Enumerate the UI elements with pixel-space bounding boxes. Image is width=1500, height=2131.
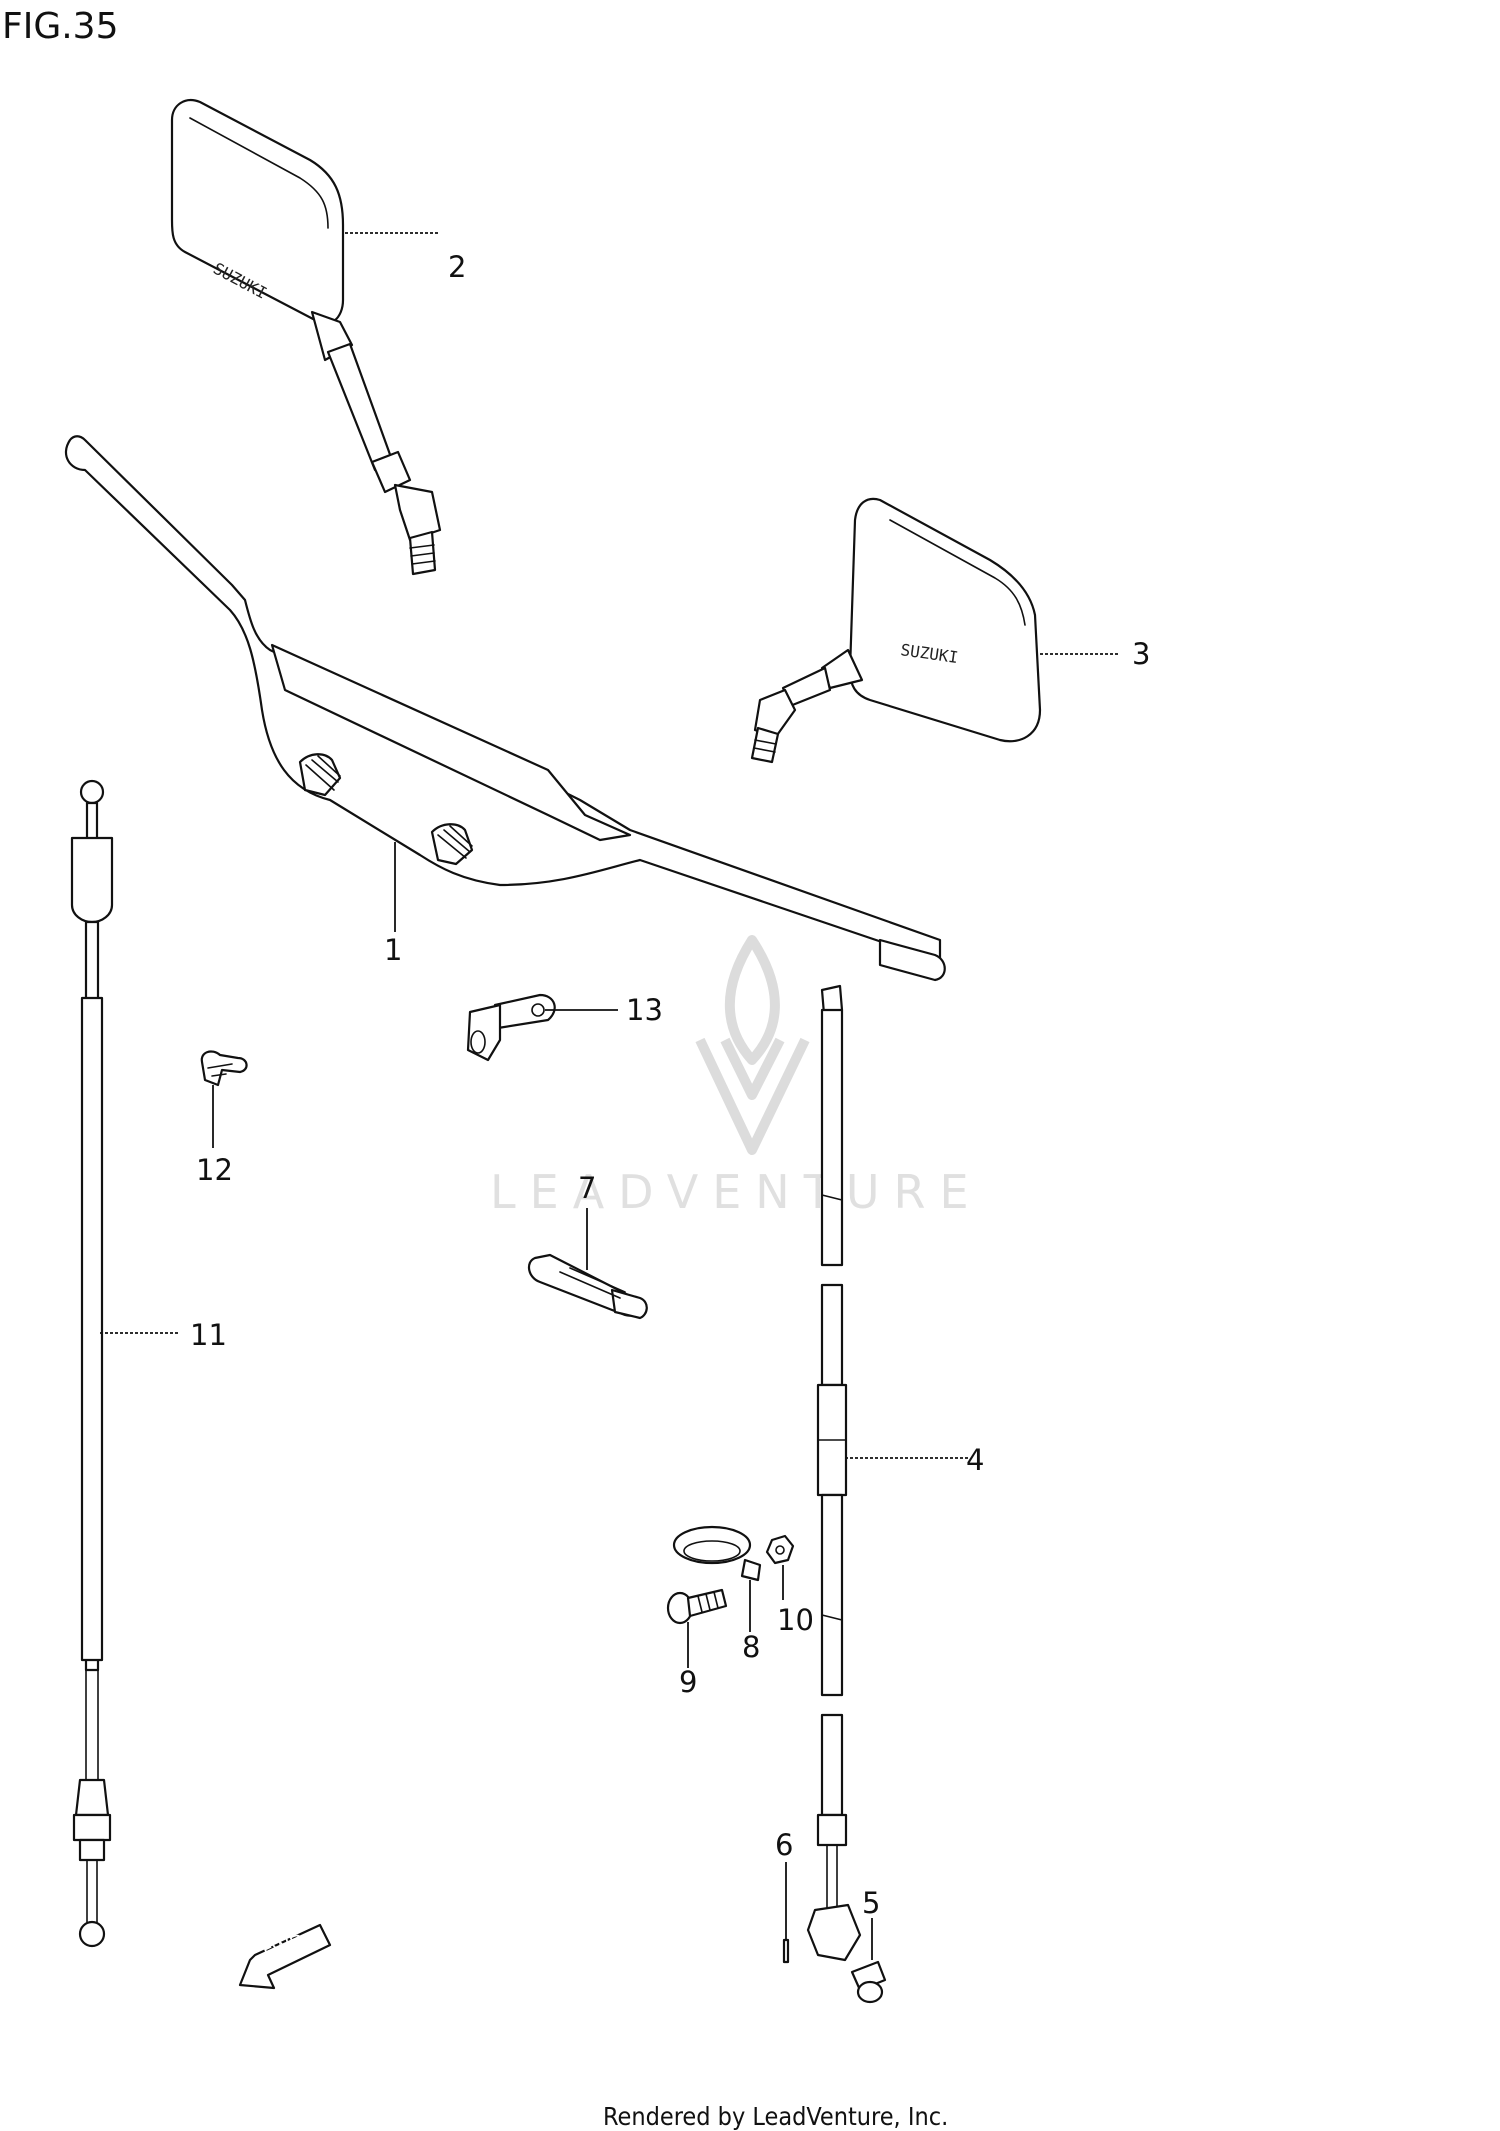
callout-3: 3 [1132,637,1150,671]
cable-bracket [466,993,556,1062]
callout-9: 9 [679,1665,697,1699]
leadventure-watermark: LEADVENTURE [490,935,983,1219]
lever-holder [527,1253,648,1320]
handlebar [64,435,946,982]
figure-label: FIG.35 [2,6,118,47]
callout-5: 5 [862,1886,880,1920]
callout-10: 10 [777,1603,814,1637]
hose-clamp [672,1525,762,1582]
callout-6: 6 [775,1828,793,1862]
right-mirror: SUZUKI [750,497,1042,764]
clutch-cable-left [70,779,114,1948]
throttle-cable-right [806,984,862,1962]
bolt [666,1588,728,1625]
callout-11: 11 [190,1318,227,1352]
callout-2: 2 [448,250,466,284]
callout-numbers: 2 3 1 13 12 7 11 4 10 8 9 6 5 [190,250,1150,1920]
callout-12: 12 [196,1153,233,1187]
screw [850,1960,887,2004]
callout-13: 13 [626,993,663,1027]
watermark-text: LEADVENTURE [490,1165,983,1219]
leader-lines [100,232,1120,1960]
cable-clamp [200,1050,248,1087]
footer-credit: Rendered by LeadVenture, Inc. [603,2102,948,2131]
cotter-pin [782,1938,790,1964]
forward-direction-arrow: FWD [238,1923,332,1990]
callout-7: 7 [578,1171,596,1205]
left-mirror: SUZUKI [170,99,442,576]
callout-8: 8 [742,1630,760,1664]
callout-1: 1 [384,933,402,967]
callout-4: 4 [966,1443,984,1477]
nut [765,1534,795,1565]
